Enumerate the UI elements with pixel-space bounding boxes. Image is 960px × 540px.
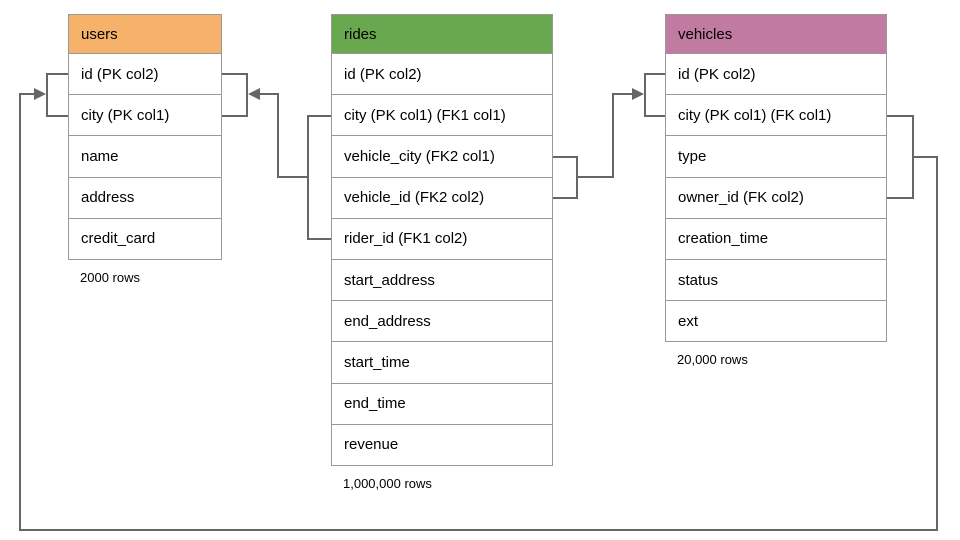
row-count-label: 1,000,000 rows	[343, 475, 432, 491]
column-row: vehicle_city (FK2 col1)	[331, 136, 553, 178]
table-users-columns: id (PK col2) city (PK col1) name address…	[68, 54, 222, 260]
connector-line	[553, 73, 668, 199]
column-row: creation_time	[665, 218, 887, 260]
table-users: users id (PK col2) city (PK col1) name a…	[68, 14, 222, 285]
table-vehicles-header: vehicles	[665, 14, 887, 54]
column-row: id (PK col2)	[331, 54, 553, 96]
table-rides-header: rides	[331, 14, 553, 54]
column-row: city (PK col1) (FK1 col1)	[331, 95, 553, 137]
column-row: vehicle_id (FK2 col2)	[331, 177, 553, 219]
column-row: status	[665, 259, 887, 302]
column-row: owner_id (FK col2)	[665, 177, 887, 219]
column-row: credit_card	[68, 218, 222, 260]
row-count-label: 2000 rows	[80, 269, 140, 285]
column-row: city (PK col1)	[68, 95, 222, 137]
table-users-header: users	[68, 14, 222, 54]
column-row: start_address	[331, 259, 553, 302]
connector-line	[222, 73, 331, 240]
table-vehicles: vehicles id (PK col2) city (PK col1) (FK…	[665, 14, 887, 367]
arrowhead-right-icon	[632, 88, 644, 100]
table-rides: rides id (PK col2) city (PK col1) (FK1 c…	[331, 14, 553, 491]
column-row: name	[68, 136, 222, 178]
connector-rides-to-users	[222, 73, 331, 240]
column-row: id (PK col2)	[665, 54, 887, 96]
column-row: end_time	[331, 383, 553, 425]
column-row: ext	[665, 301, 887, 343]
table-rides-columns: id (PK col2) city (PK col1) (FK1 col1) v…	[331, 54, 553, 466]
column-row: address	[68, 177, 222, 219]
arrowhead-left-icon	[248, 88, 260, 100]
arrowhead-right-icon	[34, 88, 46, 100]
column-row: end_address	[331, 301, 553, 343]
column-row: rider_id (FK1 col2)	[331, 218, 553, 260]
column-row: type	[665, 136, 887, 178]
column-row: id (PK col2)	[68, 54, 222, 96]
row-count-label: 20,000 rows	[677, 352, 748, 368]
table-vehicles-columns: id (PK col2) city (PK col1) (FK col1) ty…	[665, 54, 887, 343]
connector-rides-to-vehicles	[553, 73, 668, 199]
column-row: revenue	[331, 424, 553, 466]
column-row: start_time	[331, 342, 553, 384]
column-row: city (PK col1) (FK col1)	[665, 95, 887, 137]
